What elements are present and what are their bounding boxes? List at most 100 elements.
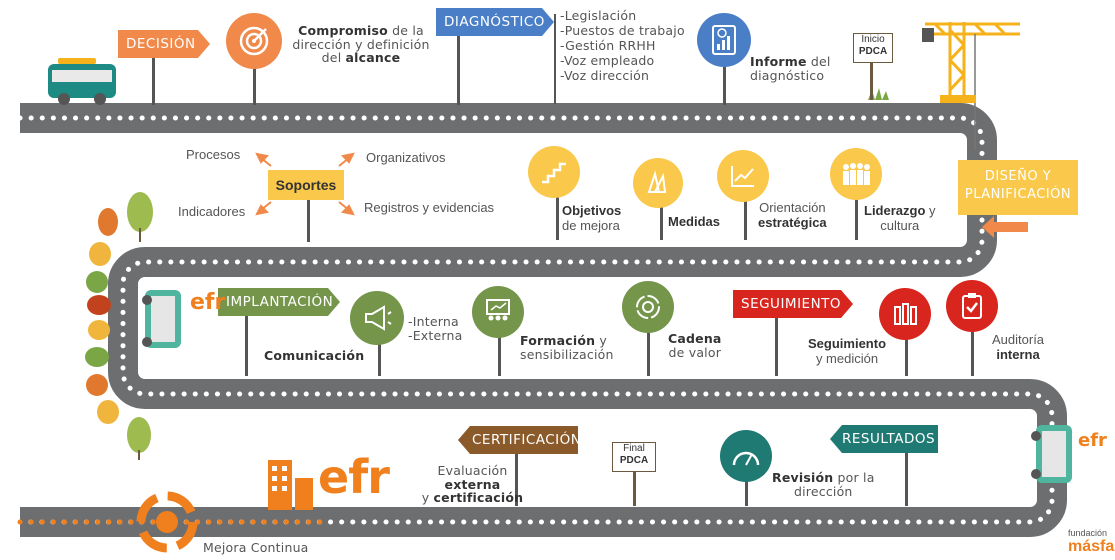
diseno-sign: DISEÑO Y PLANIFICACIÓN (958, 160, 1078, 215)
compromiso-text1: de la (387, 23, 424, 38)
auditoria-text: Auditoría interna (992, 332, 1044, 362)
sign-post (307, 200, 310, 242)
certificacion-label: CERTIFICACIÓN (472, 432, 582, 448)
van-icon (48, 58, 116, 105)
formacion-text1: y (595, 333, 608, 348)
seguimiento-sign: SEGUIMIENTO (733, 290, 853, 318)
sign-post (647, 330, 650, 376)
procesos-text: Procesos (186, 147, 241, 162)
gauge-icon (720, 430, 772, 482)
inicio-pdca-line2: PDCA (858, 46, 888, 57)
orientacion-text: Orientación estratégica (758, 200, 827, 230)
evaluacion-text1: Evaluación (437, 463, 508, 478)
implantacion-sign: IMPLANTACIÓN (218, 288, 340, 316)
informe-text1: del (806, 54, 831, 69)
target-icon (226, 13, 282, 69)
comunicacion-text: Comunicación (264, 348, 365, 363)
efr-logo: efr (318, 450, 390, 504)
liderazgo-text2: cultura (880, 218, 920, 233)
implantacion-label: IMPLANTACIÓN (226, 294, 334, 310)
sign-post (253, 60, 256, 105)
orientacion-sub: Orientación (759, 200, 826, 215)
cadena-text: Cadena de valor (668, 332, 722, 359)
compromiso-text3: del (321, 50, 346, 65)
foundation-line1: fundación (1068, 528, 1108, 538)
final-pdca-line2: PDCA (619, 455, 649, 466)
efr-building-icon (268, 460, 313, 510)
sign-post (378, 340, 381, 376)
revision-bold: Revisión (772, 470, 834, 485)
organizativos-text: Organizativos (366, 150, 446, 165)
seguimiento-label: SEGUIMIENTO (741, 296, 842, 312)
soportes-box: Soportes (268, 170, 344, 200)
list-item: -Voz dirección (560, 68, 650, 83)
evaluacion-text: Evaluación externa y certificación (410, 464, 535, 505)
growth-chart-icon (717, 150, 769, 202)
list-item: -Externa (408, 327, 463, 343)
compromiso-text: Compromiso de la dirección y definición … (286, 24, 436, 65)
seguimiento-sub: y medición (815, 351, 879, 366)
cadena-bold: Cadena (668, 331, 722, 346)
final-pdca-sign: Final PDCA (612, 442, 656, 472)
sign-post (660, 195, 663, 240)
sign-post (745, 470, 748, 506)
sign-post (633, 470, 636, 506)
auditoria-bold: interna (996, 347, 1040, 362)
objetivos-bold: Objetivos (562, 203, 622, 218)
compromiso-bold: Compromiso (298, 23, 388, 38)
diagnostico-label: DIAGNÓSTICO (444, 14, 545, 30)
diagnostico-list: -Legislación -Puestos de trabajo -Gestió… (560, 8, 685, 83)
compromiso-bold2: alcance (345, 50, 401, 65)
megaphone-icon (350, 291, 404, 345)
list-item: -Interna (408, 314, 459, 329)
comunicacion-list: -Interna -Externa (408, 315, 463, 342)
sign-post (775, 316, 778, 376)
seguimiento-text: Seguimiento y medición (808, 336, 886, 366)
sign-post (554, 14, 556, 104)
sign-post (245, 312, 248, 376)
compromiso-text2: dirección y definición (292, 36, 430, 52)
seguimiento-bold: Seguimiento (808, 336, 887, 351)
formacion-text: Formación y sensibilización (520, 334, 614, 361)
bar-chart-icon (879, 288, 931, 340)
indicadores-text: Indicadores (178, 204, 246, 219)
final-pdca-line1: Final (623, 443, 645, 454)
sign-post (556, 180, 559, 240)
efr-truck-left-icon (142, 290, 181, 348)
formacion-bold: Formación (520, 333, 596, 348)
sign-post (457, 35, 460, 105)
objetivos-sub: de mejora (562, 218, 620, 233)
auditoria-sub: Auditoría (992, 332, 1045, 347)
sign-post (855, 180, 858, 240)
continuous-improvement-icon (136, 491, 198, 553)
list-item: -Puestos de trabajo (560, 23, 685, 38)
informe-bold: Informe (750, 54, 807, 69)
sign-post (870, 60, 873, 100)
list-item: -Voz empleado (560, 53, 655, 68)
decision-sign: DECISIÓN (118, 30, 210, 58)
certificacion-sign: CERTIFICACIÓN (458, 426, 581, 454)
sign-post (498, 330, 501, 376)
grass-decoration (868, 88, 889, 100)
inicio-pdca-line1: Inicio (861, 34, 885, 45)
liderazgo-text1: y (925, 203, 936, 218)
crane-base (940, 95, 976, 103)
trees-decoration (85, 192, 153, 460)
sign-post (905, 452, 908, 506)
liderazgo-bold: Liderazgo (864, 203, 926, 218)
list-item: -Gestión RRHH (560, 38, 656, 53)
foundation-line2: másfa (1068, 538, 1115, 555)
revision-text2: dirección (794, 483, 853, 499)
sign-post (515, 454, 518, 506)
efr-truck-right-label: efr (1078, 430, 1107, 451)
registros-text: Registros y evidencias (364, 200, 495, 215)
crane-weight (922, 28, 934, 42)
informe-text2: diagnóstico (750, 67, 825, 83)
decision-label: DECISIÓN (126, 36, 196, 52)
revision-text1: por la (833, 470, 875, 485)
diseno-line2: PLANIFICACIÓN (964, 187, 1072, 202)
orientacion-bold: estratégica (758, 215, 827, 230)
revision-text: Revisión por la dirección (772, 471, 875, 498)
efr-truck-label: efr (190, 290, 226, 315)
